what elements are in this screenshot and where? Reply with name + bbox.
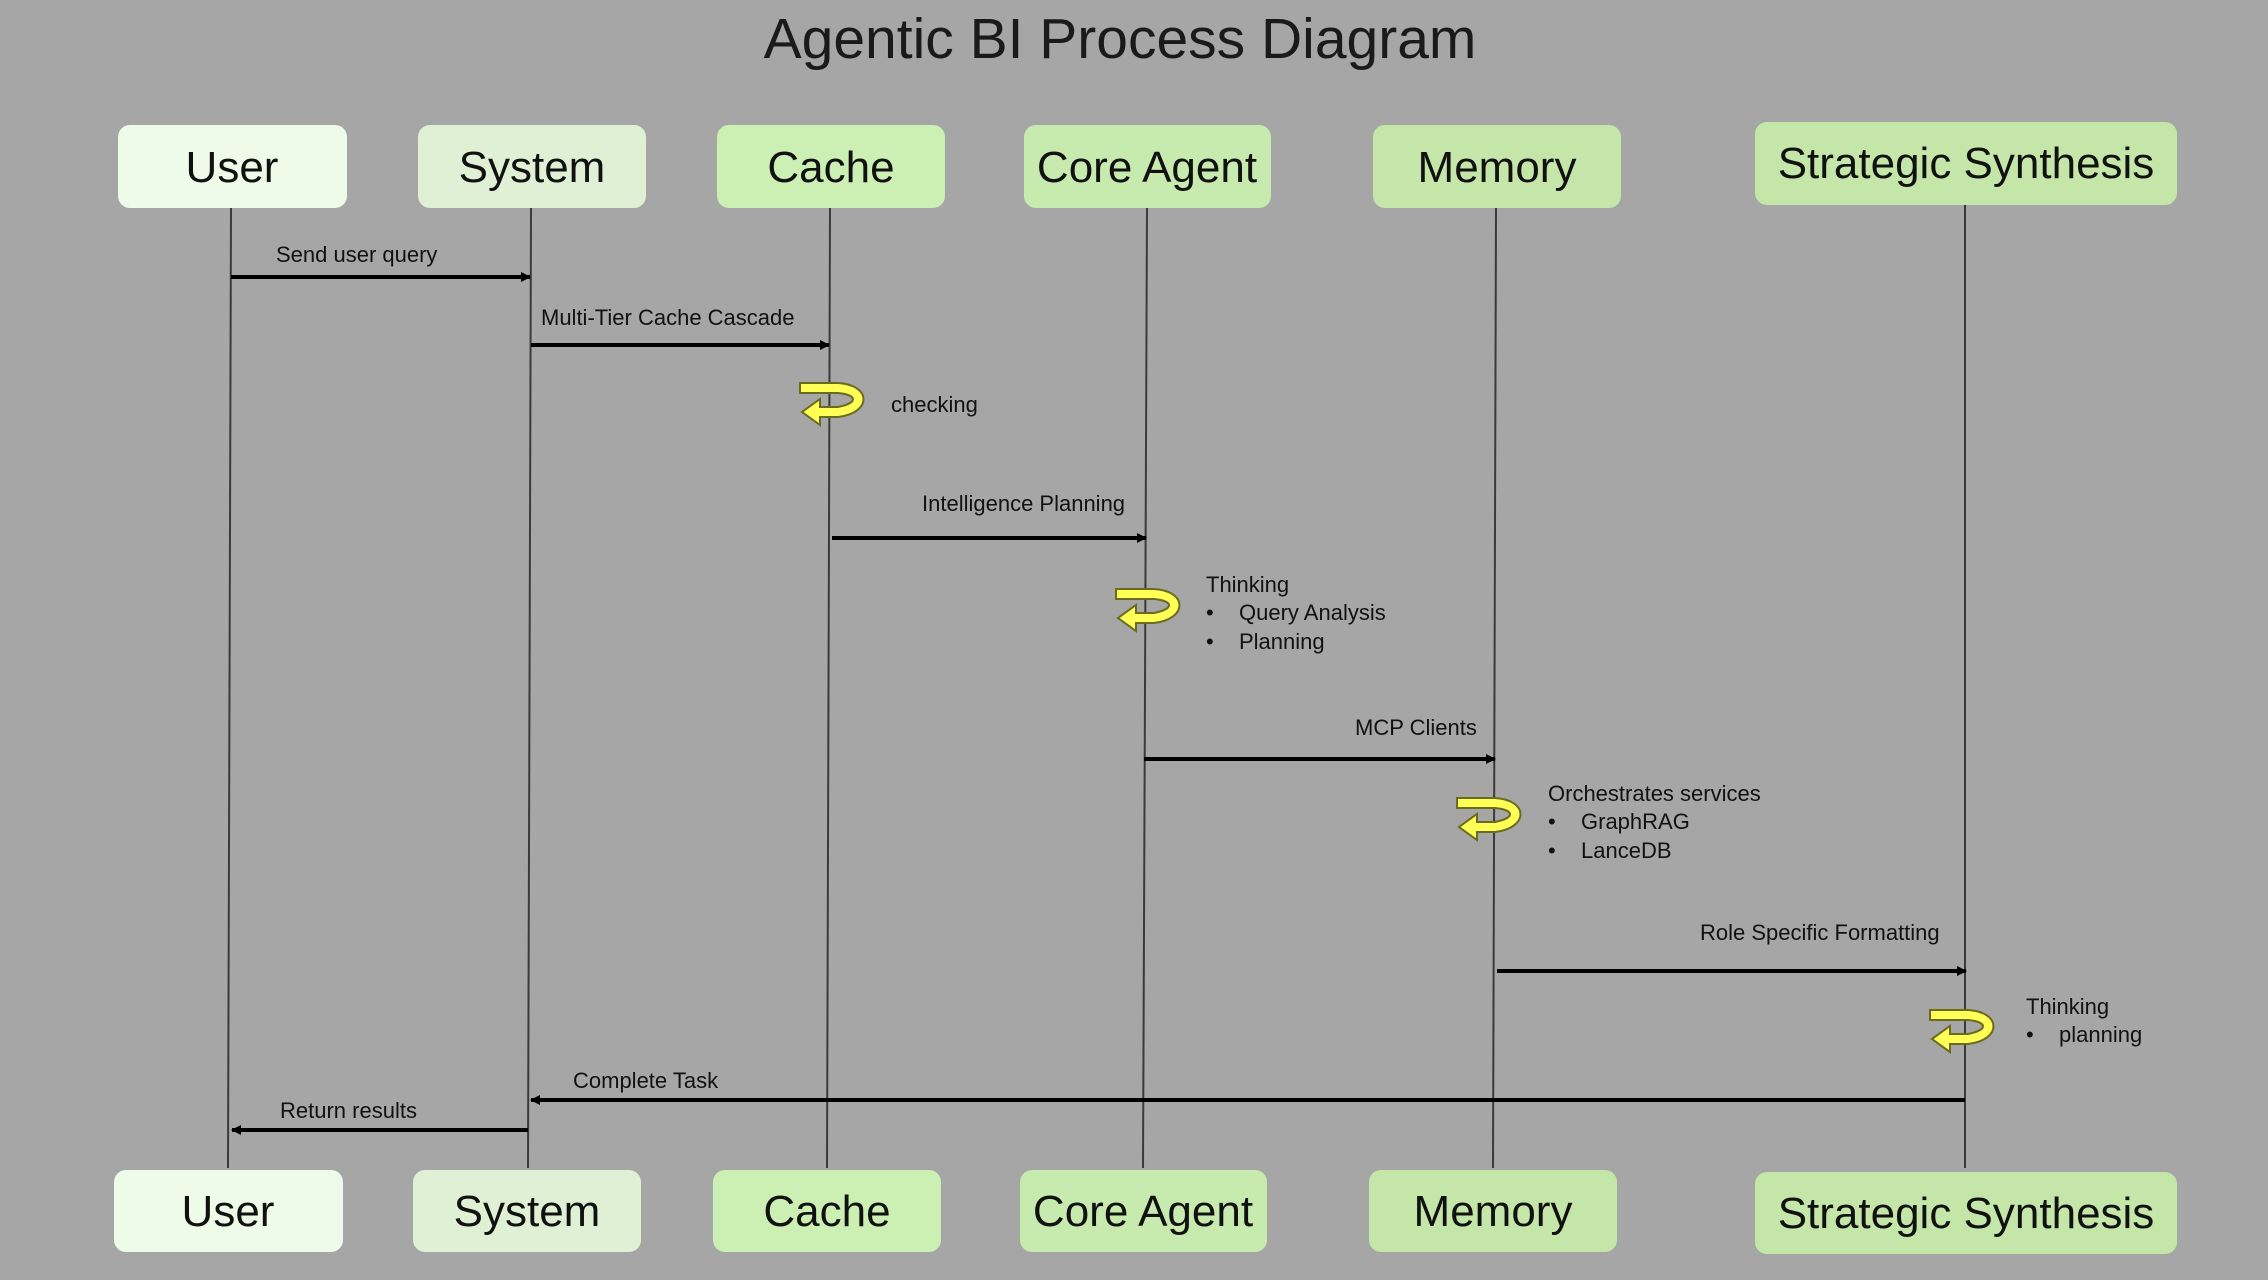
note-heading: Thinking bbox=[2026, 994, 2109, 1019]
lifeline-system bbox=[527, 207, 532, 1169]
participant-label: Strategic Synthesis bbox=[1778, 139, 2155, 188]
lifeline-core-agent bbox=[1142, 207, 1148, 1169]
note-bullet: planning bbox=[2059, 1022, 2142, 1047]
participant-label: Memory bbox=[1414, 1187, 1573, 1236]
message-label: Multi-Tier Cache Cascade bbox=[541, 305, 795, 330]
message-label: MCP Clients bbox=[1355, 715, 1477, 740]
participant-core-agent-top: Core Agent bbox=[1024, 125, 1271, 208]
participant-label: User bbox=[182, 1187, 275, 1236]
participant-system-bottom: System bbox=[413, 1170, 641, 1252]
participant-label: User bbox=[186, 143, 279, 192]
note-heading: checking bbox=[891, 392, 978, 417]
message-label: Intelligence Planning bbox=[922, 491, 1125, 516]
participant-synthesis-bottom: Strategic Synthesis bbox=[1755, 1172, 2177, 1254]
note-bullet-marker: • bbox=[1548, 809, 1556, 834]
participant-user-top: User bbox=[118, 125, 347, 208]
participant-cache-top: Cache bbox=[717, 125, 945, 208]
message-label: Role Specific Formatting bbox=[1700, 920, 1940, 945]
self-notes: checking Thinking • Query Analysis • Pla… bbox=[891, 392, 2142, 1047]
participant-memory-bottom: Memory bbox=[1369, 1170, 1617, 1252]
participant-user-bottom: User bbox=[114, 1170, 343, 1252]
participant-cache-bottom: Cache bbox=[713, 1170, 941, 1252]
messages bbox=[231, 272, 1967, 1135]
participants-top: User System Cache Core Agent Memory Stra… bbox=[118, 122, 2177, 208]
lifeline-memory bbox=[1492, 207, 1497, 1169]
participant-label: Core Agent bbox=[1037, 143, 1257, 192]
self-loop-arrow-icon bbox=[799, 382, 865, 427]
participant-label: System bbox=[459, 143, 606, 192]
message-label: Return results bbox=[280, 1098, 417, 1123]
note-bullet: Planning bbox=[1239, 629, 1325, 654]
participant-label: Strategic Synthesis bbox=[1778, 1189, 2155, 1238]
self-loops bbox=[799, 382, 1995, 1054]
note-bullet: Query Analysis bbox=[1239, 600, 1386, 625]
participant-label: Memory bbox=[1418, 143, 1577, 192]
note-bullet: LanceDB bbox=[1581, 838, 1672, 863]
lifeline-cache bbox=[826, 207, 831, 1169]
participant-synthesis-top: Strategic Synthesis bbox=[1755, 122, 2177, 205]
note-bullet: GraphRAG bbox=[1581, 809, 1690, 834]
self-loop-arrow-icon bbox=[1456, 797, 1522, 842]
note-heading: Thinking bbox=[1206, 572, 1289, 597]
message-label: Send user query bbox=[276, 242, 437, 267]
participant-core-agent-bottom: Core Agent bbox=[1020, 1170, 1267, 1252]
participant-label: Cache bbox=[763, 1187, 890, 1236]
note-bullet-marker: • bbox=[2026, 1022, 2034, 1047]
participant-label: Cache bbox=[767, 143, 894, 192]
message-labels: Send user query Multi-Tier Cache Cascade… bbox=[276, 242, 1940, 1123]
participant-memory-top: Memory bbox=[1373, 125, 1621, 208]
note-bullet-marker: • bbox=[1548, 838, 1556, 863]
participants-bottom: User System Cache Core Agent Memory Stra… bbox=[114, 1170, 2177, 1254]
self-loop-arrow-icon bbox=[1929, 1009, 1995, 1054]
lifeline-user bbox=[227, 207, 232, 1169]
note-bullet-marker: • bbox=[1206, 629, 1214, 654]
participant-label: System bbox=[454, 1187, 601, 1236]
lifelines bbox=[227, 205, 1966, 1169]
participant-system-top: System bbox=[418, 125, 646, 208]
diagram-title: Agentic BI Process Diagram bbox=[764, 7, 1477, 71]
self-loop-arrow-icon bbox=[1115, 588, 1181, 633]
note-heading: Orchestrates services bbox=[1548, 781, 1761, 806]
participant-label: Core Agent bbox=[1033, 1187, 1253, 1236]
note-bullet-marker: • bbox=[1206, 600, 1214, 625]
message-label: Complete Task bbox=[573, 1068, 719, 1093]
